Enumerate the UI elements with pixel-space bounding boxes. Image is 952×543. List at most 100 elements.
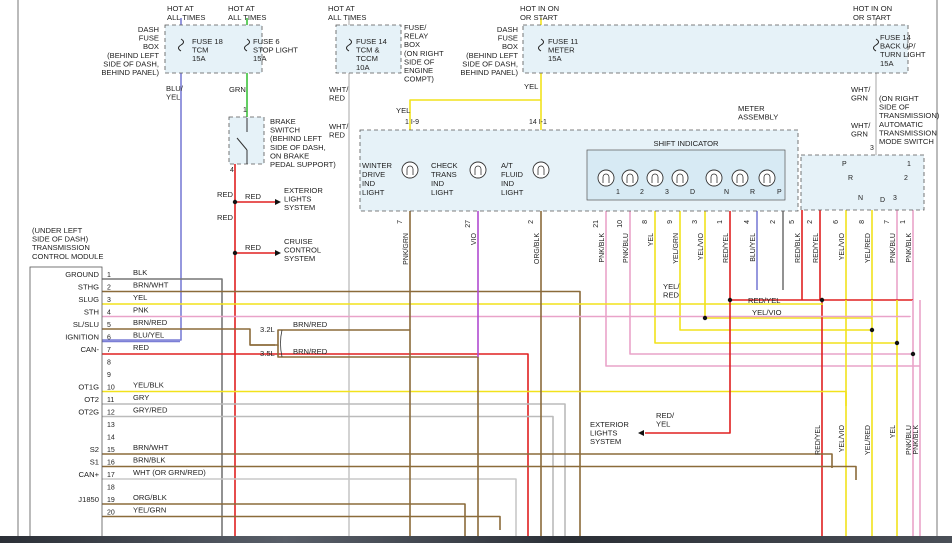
fuse-box-dash-mid [522,24,909,74]
power-label: ALL TIMES [328,13,366,22]
fuse-symbol [346,38,352,52]
indicator-label: TRANS [431,170,457,179]
wire-layer [102,18,921,543]
tcm-wire-label: BLK [133,268,147,277]
wire-tcm-pin [102,515,501,530]
lamp-filament [537,165,545,175]
meter-pin-number: 3 [692,220,699,224]
wire-pnk-blu-cross [629,290,913,355]
brake-switch-label: PEDAL SUPPORT) [270,160,336,169]
power-label: HOT IN ON [853,4,892,13]
meter-wire-label: YEL [648,233,655,246]
meter-wire-label: PNK/GRN [403,233,410,265]
switch-contact [236,118,248,164]
fuse-label: 15A [253,54,267,63]
mode-switch-label: SIDE OF [879,103,910,112]
power-label: HOT AT [167,4,194,13]
mode-switch-letter: N [858,195,863,202]
wire-red-yel-exterior [645,300,731,434]
tcm-wire-label: ORG/BLK [133,493,167,502]
mode-switch-box [800,154,925,211]
meter-assembly-label: ASSEMBLY [738,113,778,122]
wire-label: RED [663,291,680,300]
exterior-lights-label: EXTERIOR [284,186,323,195]
tcm-wire-label: WHT (OR GRN/RED) [133,468,206,477]
tcm-pin-label: OT2G [78,408,99,417]
power-label: OR START [853,13,891,22]
power-label: ALL TIMES [167,13,205,22]
fuse-box-label: (BEHIND LEFT [466,51,518,60]
lamp-icon [671,169,689,187]
shift-indicator-label: SHIFT INDICATOR [654,139,719,148]
indicator-label: LIGHT [431,188,454,197]
tcm-pin-number: 15 [107,447,115,454]
window-bottom-edge [0,536,952,543]
wire-tcm-pin [102,303,823,305]
tcm-label: TRANSMISSION [32,243,90,252]
cruise-control-label: CRUISE [284,237,313,246]
wire-label: RED [245,243,262,252]
fuse-symbol [244,38,250,52]
fuse-label: TCCM [356,54,378,63]
fuse-label: METER [548,46,575,55]
brake-switch-label: SWITCH [270,126,300,135]
mode-wire-label: PNK/BLU [890,233,897,263]
fuse-box-label: DASH [497,25,518,34]
wire-label: WHT/ [851,85,871,94]
tcm-pin-number: 18 [107,485,115,492]
mode-switch-letter: P [842,161,847,168]
tcm-pin-number: 16 [107,460,115,467]
wire-label: GRN [851,94,868,103]
wire-label: RED/YEL [748,296,781,305]
lamp-filament [763,173,771,183]
meter-pin-number: 2 [770,220,777,224]
lower-wire-label: YEL/VIO [839,424,846,452]
meter-pin-number: 27 [465,220,472,228]
exterior-lights-label: SYSTEM [284,203,315,212]
shift-letter: 2 [640,189,644,196]
indicator-label: IND [501,179,515,188]
lamp-icon [705,169,723,187]
tcm-pin-number: 3 [107,297,111,304]
tcm-pin-number: 7 [107,347,111,354]
wire-tcm-pin [102,353,529,543]
meter-pin-number: 7 [397,220,404,224]
meter-wire-label: PNK/BLU [623,233,630,263]
tcm-pin-number: 14 [107,435,115,442]
engine-variant-label: 3.5L [260,349,275,358]
mode-pin-number: 7 [884,220,891,224]
tcm-pin-number: 13 [107,422,115,429]
wire-pnk-blk-cross [605,290,920,367]
lamp-icon [597,169,615,187]
arrow-right-icon [275,250,281,256]
wire-brn-red-32 [250,329,411,543]
fuse-label: FUSE 18 [192,37,223,46]
splice-dot [727,297,733,303]
mode-wire-label: RED/BLK [795,233,802,263]
splice-dot [702,315,708,321]
wire-yel-i9 [409,99,541,130]
splice-dot [869,327,875,333]
splice-dot [910,351,916,357]
wire-label: WHT/ [851,121,871,130]
tcm-pin-label: OT2 [84,395,99,404]
indicator-label: FLUID [501,170,523,179]
meter-pin-number: 10 [617,220,624,228]
fuse-box-label: BOX [404,40,420,49]
wire-label: YEL [524,82,538,91]
tcm-pin-label: STHG [78,283,99,292]
tcm-wire-label: YEL/GRN [133,506,166,515]
tcm-pin-label: IGNITION [65,333,99,342]
brake-switch-label: (BEHIND LEFT [270,134,322,143]
tcm-label: (UNDER LEFT [32,226,83,235]
splice-dot [232,250,238,256]
tcm-wire-label: GRY/RED [133,406,168,415]
wire-brn-red-35 [277,345,479,543]
wire-tcm-pin [102,328,275,346]
wire-label: GRN [229,85,246,94]
shift-letter: 3 [665,189,669,196]
tcm-pin-label: J1850 [78,495,99,504]
lower-wire-label: YEL [890,425,897,438]
tcm-pin-label: GROUND [65,270,99,279]
meter-pin-number: 21 [593,220,600,228]
